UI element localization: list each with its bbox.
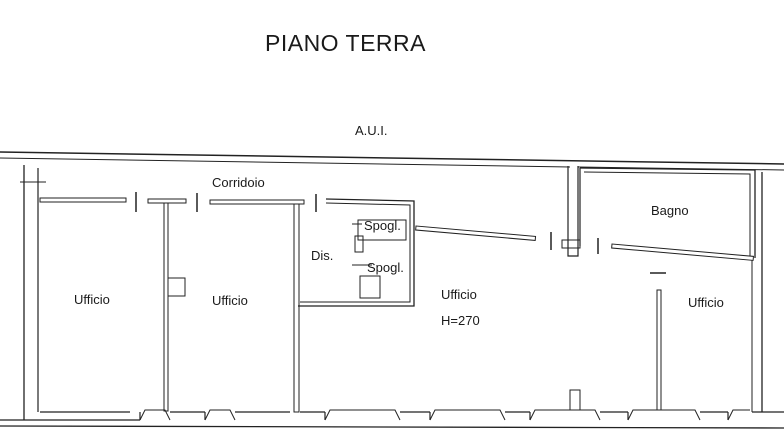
label-spogl-2: Spogl.: [367, 260, 404, 275]
bagno-wall-inner: [583, 171, 751, 256]
service-block-wall-inner: [300, 202, 411, 303]
pillar-base: [561, 239, 581, 249]
south-wall: [0, 411, 784, 421]
central-pillar: [567, 166, 579, 257]
spogl-1-door: [354, 235, 364, 253]
label-ufficio-2: Ufficio: [212, 293, 248, 308]
spogl-2-cell: [359, 275, 381, 299]
label-ufficio-4: Ufficio: [688, 295, 724, 310]
label-height: H=270: [441, 313, 480, 328]
glass-partition-2: [611, 243, 755, 261]
south-pillar: [569, 389, 581, 411]
north-wall-outer: [0, 151, 784, 165]
spogl-1-cell: [357, 219, 407, 241]
corridor-wall-seg-3: [209, 199, 305, 205]
office-2-east-wall: [293, 203, 300, 413]
north-wall-inner: [0, 157, 571, 168]
corridor-wall-seg-1: [39, 197, 127, 203]
south-windows: [139, 409, 750, 421]
glass-partition-1: [415, 225, 537, 241]
south-wall-outer: [0, 425, 784, 429]
label-aui: A.U.I.: [355, 123, 388, 138]
plan-title: PIANO TERRA: [265, 30, 426, 56]
label-corridoio: Corridoio: [212, 175, 265, 190]
office-4-partition: [656, 289, 662, 411]
label-ufficio-3: Ufficio: [441, 287, 477, 302]
corridor-wall-seg-2: [147, 198, 187, 204]
bagno-wall: [579, 167, 756, 258]
partition-column: [167, 277, 186, 297]
service-block-wall: [298, 198, 415, 307]
partition-offices: [163, 202, 169, 412]
label-spogl-1: Spogl.: [364, 218, 401, 233]
label-bagno: Bagno: [651, 203, 689, 218]
label-ufficio-1: Ufficio: [74, 292, 110, 307]
label-dis: Dis.: [311, 248, 334, 263]
